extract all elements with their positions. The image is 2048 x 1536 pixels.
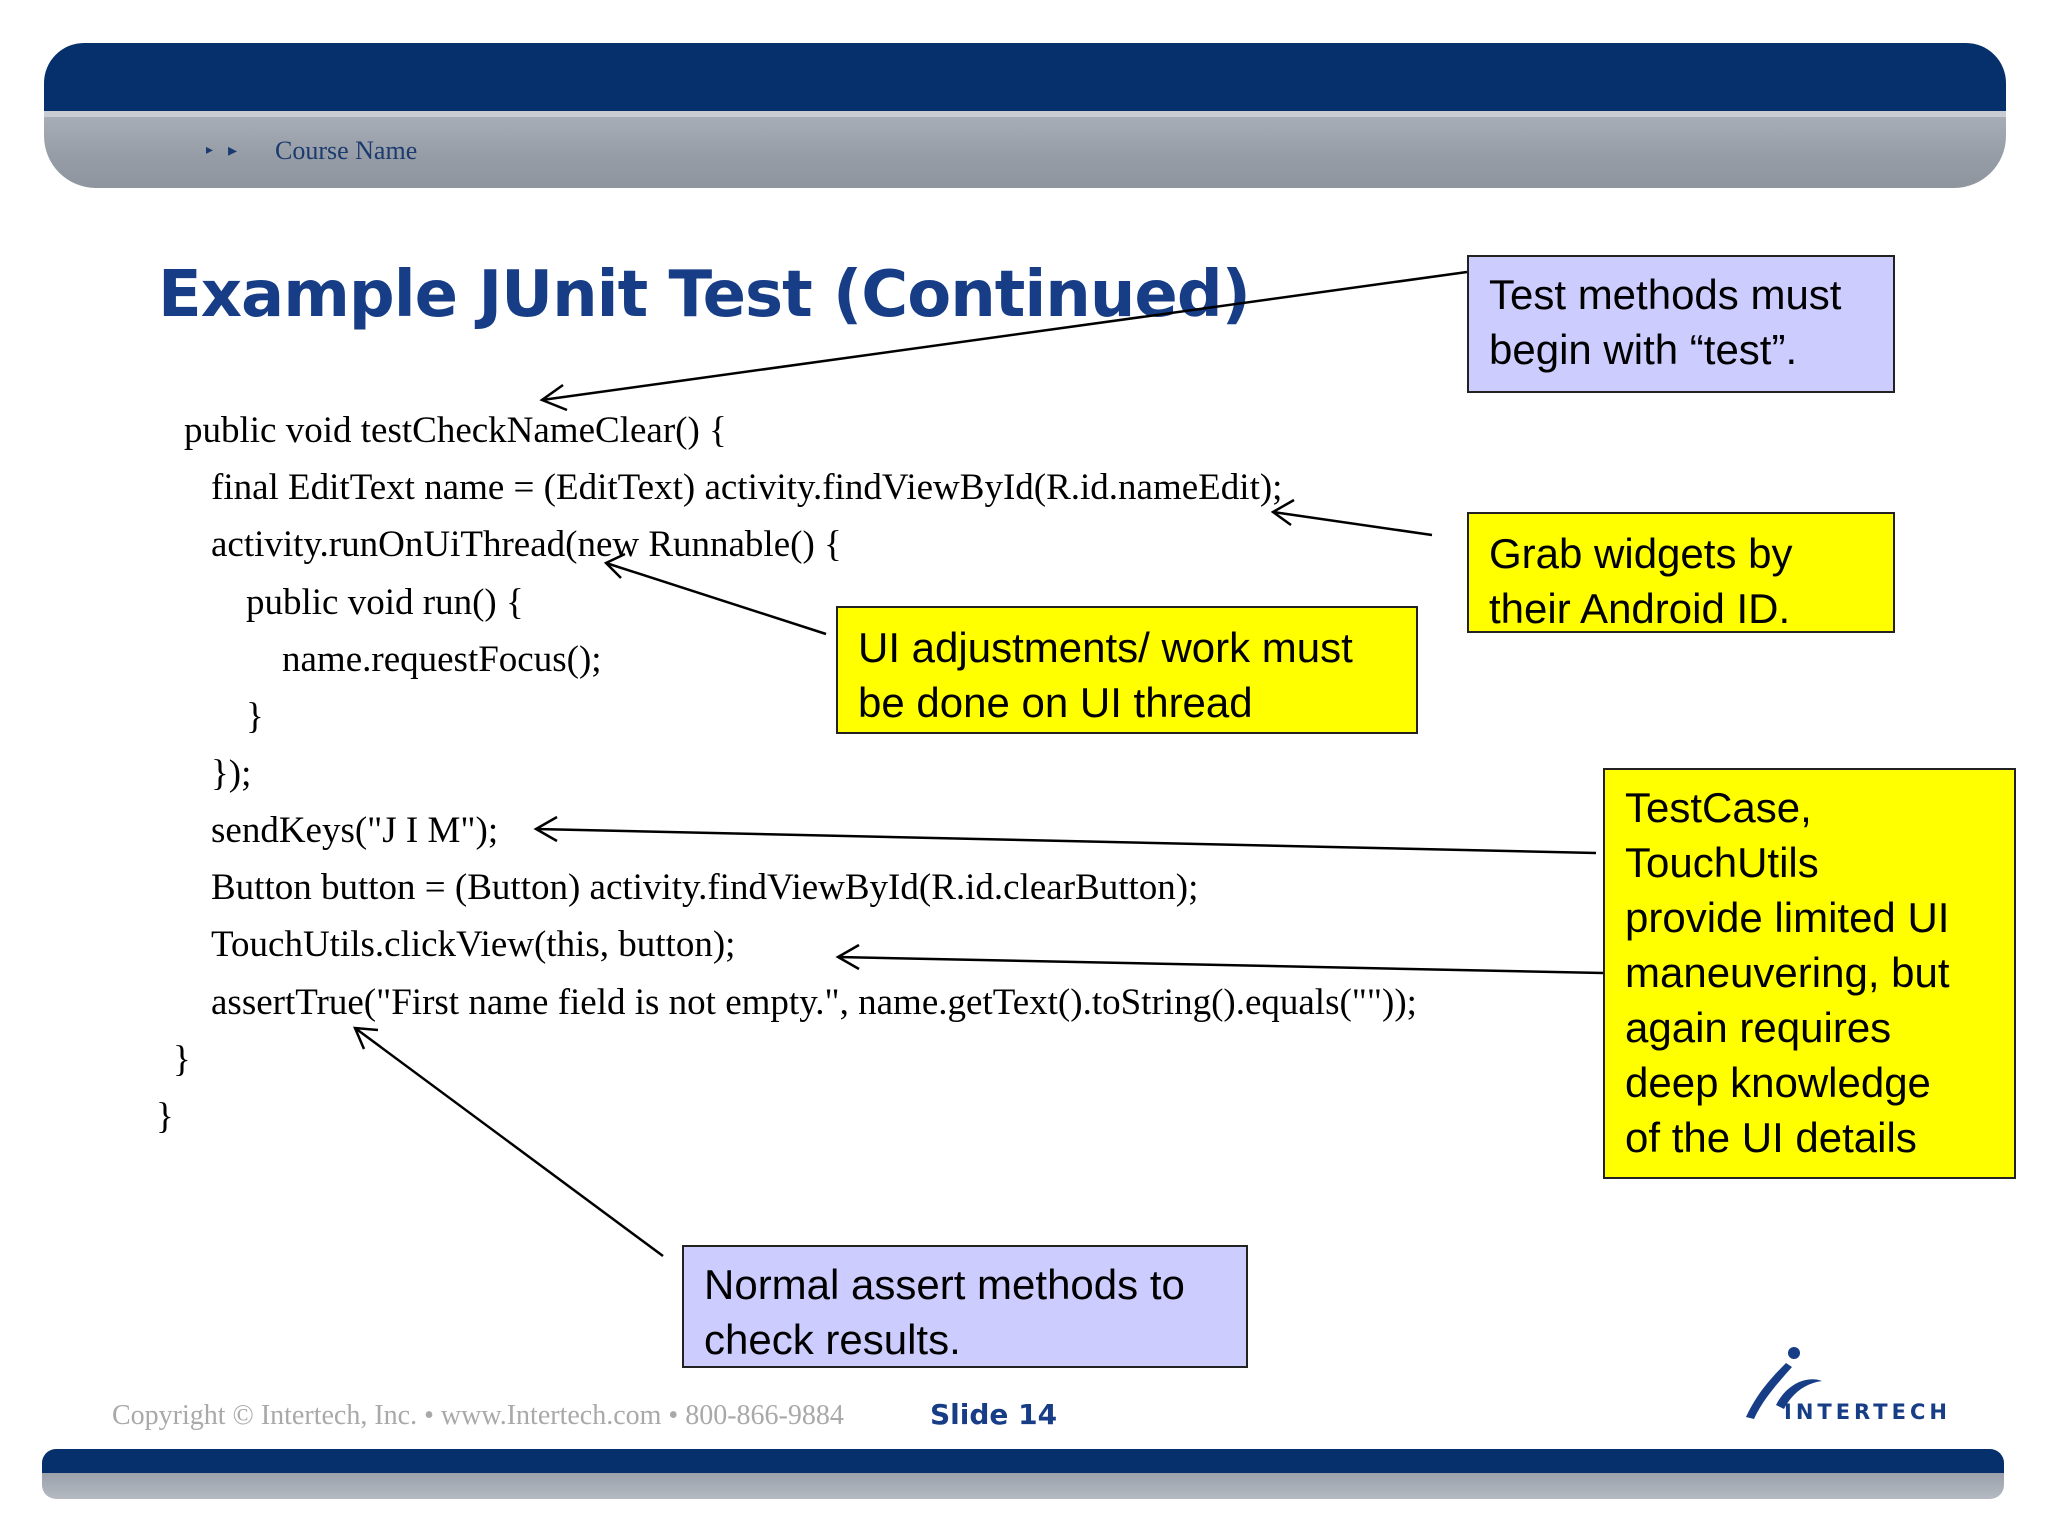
page-title: Example JUnit Test (Continued) [158,258,1251,332]
callout-text: maneuvering, but [1625,949,1950,996]
intertech-logo-icon [1746,1347,1822,1419]
callout-grab-widgets: Grab widgets by their Android ID. [1467,512,1895,633]
code-line: TouchUtils.clickView(this, button); [211,924,736,965]
arrow-ui-thread [605,561,827,636]
callout-text: TouchUtils [1625,839,1819,886]
callout-text: be done on UI thread [858,679,1253,726]
callout-assert-methods: Normal assert methods to check results. [682,1245,1248,1368]
callout-text: of the UI details [1625,1114,1917,1161]
callout-text: provide limited UI [1625,894,1950,941]
logo-text: INTERTECH [1784,1400,1951,1424]
code-line: assertTrue("First name field is not empt… [211,982,1417,1023]
callout-text: Test methods must [1489,271,1842,318]
bullet-arrow-icon: ▸ [206,142,214,158]
header-gray-bar [44,113,2006,188]
code-line: name.requestFocus(); [282,639,602,680]
callout-text: check results. [704,1316,961,1363]
slide-number: Slide 14 [930,1398,1058,1431]
arrow-assert [354,1026,664,1258]
callout-text: UI adjustments/ work must [858,624,1353,671]
arrow-touchutils [837,955,1604,975]
callout-text: their Android ID. [1489,585,1791,632]
callout-text: TestCase, [1625,784,1812,831]
code-line: activity.runOnUiThread(new Runnable() { [211,524,842,565]
arrow-grab-widgets [1272,510,1433,537]
code-line: } [173,1039,191,1080]
callout-ui-thread: UI adjustments/ work must be done on UI … [836,606,1418,734]
callout-text: begin with “test”. [1489,326,1798,373]
footer-copyright: Copyright © Intertech, Inc. • www.Intert… [112,1400,844,1431]
bullet-arrow-icon: ▸ [228,140,238,161]
course-name: Course Name [275,136,418,165]
callout-text: again requires [1625,1004,1892,1051]
code-line: public void run() { [246,582,524,623]
footer-dark-bar [42,1449,2004,1473]
footer-band [42,1449,2004,1499]
callout-test-methods: Test methods must begin with “test”. [1467,255,1895,393]
callout-text: deep knowledge [1625,1059,1931,1106]
footer-gray-bar [42,1473,2004,1499]
code-line: final EditText name = (EditText) activit… [211,467,1283,508]
code-line: } [156,1096,174,1137]
code-line: sendKeys("J I M"); [211,810,499,851]
arrow-sendkeys [535,827,1597,855]
callout-text: Normal assert methods to [704,1261,1185,1308]
code-line: public void testCheckNameClear() { [184,410,727,451]
header-divider [44,111,2006,117]
callout-text: Grab widgets by [1489,530,1793,577]
header-band [44,43,2006,188]
callout-testcase-touchutils: TestCase, TouchUtils provide limited UI … [1603,768,2016,1179]
header-dark-bar [44,43,2006,113]
code-line: Button button = (Button) activity.findVi… [211,867,1199,908]
code-line: } [246,696,264,737]
code-line: }); [211,753,252,794]
